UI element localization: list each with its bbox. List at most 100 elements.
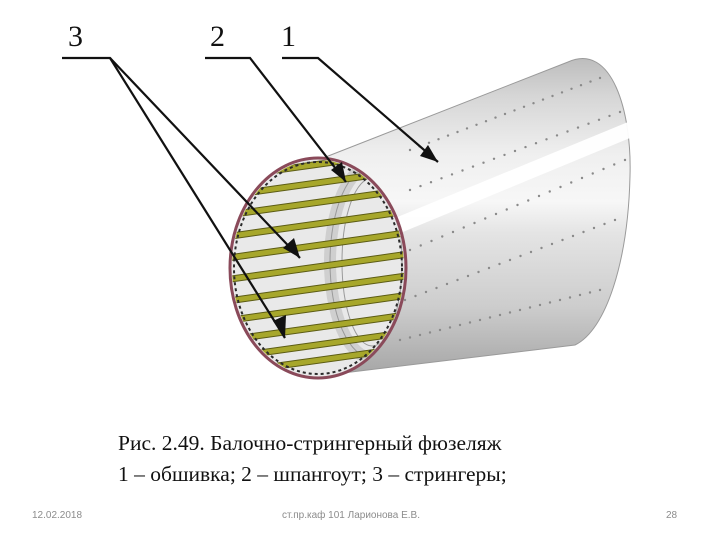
- rivet: [478, 318, 482, 322]
- rivet: [548, 190, 551, 193]
- rivet: [580, 176, 584, 180]
- leader-stringers-2: [109, 57, 286, 339]
- rivet: [579, 84, 583, 87]
- stringer: [232, 249, 404, 284]
- stringer: [232, 309, 404, 344]
- rivet: [477, 270, 480, 274]
- label-frame: 2: [210, 20, 225, 53]
- arrowhead-stringers-1: [283, 238, 300, 258]
- rivet: [524, 145, 527, 149]
- rivet: [570, 87, 573, 91]
- rivet: [545, 138, 548, 141]
- rivet: [529, 250, 533, 254]
- rivet: [438, 328, 442, 332]
- rivet: [484, 120, 488, 123]
- rivet: [498, 262, 501, 266]
- rivet: [468, 321, 472, 324]
- rivet: [419, 184, 422, 188]
- rivet: [618, 110, 622, 114]
- rivet: [498, 313, 502, 317]
- caption-legend: 1 – обшивка; 2 – шпангоут; 3 – стрингеры…: [118, 462, 507, 486]
- rivet: [528, 306, 532, 309]
- rivet: [408, 248, 412, 252]
- rivet: [414, 294, 417, 298]
- rivet: [446, 134, 450, 137]
- rivet: [456, 130, 459, 134]
- rivet: [568, 296, 572, 299]
- rivet: [566, 130, 569, 133]
- rivet: [466, 274, 470, 278]
- rivet: [408, 188, 412, 192]
- footer-date: 12.02.2018: [32, 510, 83, 521]
- rivet: [482, 161, 485, 164]
- rivet: [441, 235, 444, 238]
- rivet: [588, 291, 592, 294]
- rivet: [548, 301, 552, 304]
- rivet: [450, 173, 454, 176]
- footer-author: ст.пр.каф 101 Ларионова Е.В.: [282, 510, 420, 521]
- rivet: [508, 258, 512, 262]
- rivet: [427, 141, 431, 144]
- rivet: [471, 165, 475, 168]
- rivet: [403, 298, 407, 302]
- rivet: [591, 172, 594, 175]
- rivet: [505, 208, 508, 211]
- rivet: [451, 230, 455, 234]
- rivet: [408, 148, 412, 152]
- rivet: [598, 288, 602, 292]
- rivet: [494, 116, 497, 119]
- stringer: [232, 270, 404, 305]
- rivet: [513, 109, 516, 112]
- skin-rim: [228, 156, 408, 380]
- rivet: [578, 293, 582, 297]
- rivet: [435, 286, 438, 290]
- rivet: [456, 278, 459, 282]
- rivet: [448, 326, 452, 329]
- rivet-rows: [398, 76, 627, 342]
- rivet: [540, 246, 543, 250]
- rivet: [475, 123, 478, 127]
- stringer: [232, 327, 404, 362]
- rivet: [516, 203, 519, 207]
- rivet: [537, 194, 541, 198]
- rivet: [419, 244, 422, 247]
- rivet: [550, 242, 554, 246]
- rivet: [429, 181, 433, 184]
- rivet: [582, 230, 585, 234]
- rivet: [398, 338, 402, 342]
- rivet: [503, 112, 507, 116]
- callout-leaders: [62, 56, 439, 339]
- rivet: [598, 76, 602, 80]
- rivet: [534, 142, 538, 145]
- rivet: [408, 336, 412, 339]
- rivet: [576, 126, 580, 129]
- rivet: [522, 105, 526, 109]
- caption-title: Рис. 2.49. Балочно-стрингерный фюзеляж: [118, 431, 502, 455]
- rivet: [532, 102, 535, 105]
- rivet: [473, 221, 476, 225]
- rivet: [561, 238, 564, 242]
- fuselage-cross-section: [228, 156, 408, 380]
- rivet: [570, 181, 573, 184]
- arrowhead-stringers-2: [273, 315, 286, 338]
- rivet: [518, 308, 522, 312]
- rivet: [445, 282, 449, 286]
- rivet: [503, 153, 506, 157]
- leader-frame: [205, 56, 347, 183]
- rivet: [613, 163, 616, 166]
- rivet: [623, 158, 627, 162]
- stringer: [232, 184, 404, 219]
- callout-arrowheads: [273, 145, 438, 338]
- rivet: [465, 127, 469, 130]
- rivet: [440, 177, 443, 180]
- rivet: [587, 122, 590, 125]
- rivet: [603, 222, 606, 226]
- rivet: [428, 331, 432, 334]
- rivet: [602, 167, 605, 171]
- rivet: [560, 91, 564, 94]
- arrowhead-skin: [420, 145, 438, 162]
- rivet: [527, 199, 530, 202]
- label-stringers: 3: [68, 20, 83, 53]
- stringer: [232, 227, 404, 262]
